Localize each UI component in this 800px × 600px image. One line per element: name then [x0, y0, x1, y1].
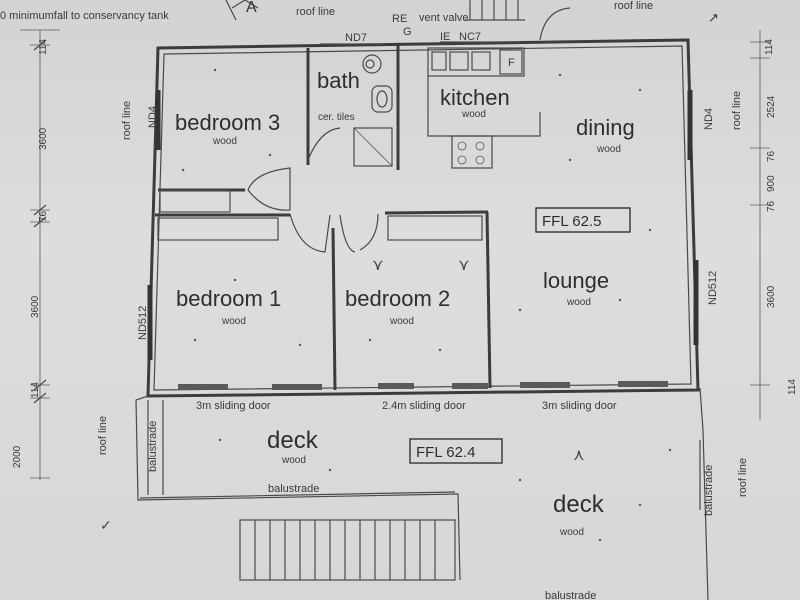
side-wall-windows	[147, 90, 699, 360]
label-nc7: NC7	[459, 31, 481, 43]
left-dim-2: 3600	[38, 127, 49, 150]
right-dim-6: 3600	[766, 285, 777, 308]
deck-stairs	[239, 519, 456, 581]
deck-outline	[135, 387, 709, 600]
bath-fixtures	[353, 54, 393, 167]
room-deck-right-material: wood	[559, 527, 584, 538]
label-roof-line-right: roof line	[731, 91, 743, 130]
room-lounge-material: wood	[566, 297, 591, 308]
right-dim-7: 114	[787, 379, 798, 395]
balustrade-label-right: balustrade	[703, 465, 715, 516]
right-dim-4: 900	[766, 175, 777, 192]
room-bedroom3-material: wood	[212, 136, 237, 147]
wardrobes	[157, 189, 483, 241]
door-label-bed2: 2.4m sliding door	[382, 400, 466, 412]
ffl-deck-box	[409, 438, 503, 464]
chevron-mark-deck: ⋏	[573, 447, 585, 464]
left-dim-1: 114	[38, 39, 49, 55]
label-nd4-right: ND4	[703, 108, 715, 130]
balustrade-label-bottom: balustrade	[268, 483, 319, 495]
right-dim-2: 2524	[766, 95, 777, 118]
left-dim-6: 2000	[12, 445, 23, 468]
label-roof-line-left: roof line	[121, 101, 133, 140]
top-stair-fragment	[465, 0, 525, 21]
note-vent-valve: vent valve	[419, 12, 469, 24]
room-bedroom2-material: wood	[389, 316, 414, 327]
right-dimension-chain	[750, 30, 770, 420]
kitchen-fixtures	[427, 47, 541, 169]
room-bath-label: bath	[317, 68, 360, 93]
label-nd512-left: ND512	[137, 306, 149, 340]
label-nd7: ND7	[345, 32, 367, 44]
ffl-upper-box	[535, 207, 631, 233]
room-kitchen-material: wood	[461, 109, 486, 120]
note-re: RE	[392, 13, 407, 25]
right-dim-1: 114	[764, 39, 775, 55]
sliding-doors	[178, 381, 668, 390]
room-deck-right-label: deck	[553, 491, 605, 518]
left-dim-4: 3600	[30, 295, 41, 318]
ffl-deck-label: FFL 62.4	[416, 444, 475, 461]
room-dining-label: dining	[576, 115, 635, 140]
room-bath-material: cer. tiles	[318, 112, 355, 123]
fridge-label: F	[508, 57, 515, 69]
chevron-mark-bed2-left: ⋎	[372, 257, 384, 274]
note-roof-line-top: roof line	[296, 6, 335, 18]
door-swings	[247, 127, 379, 253]
label-nd512-right: ND512	[707, 271, 719, 305]
ffl-upper-label: FFL 62.5	[542, 213, 601, 230]
house-outline	[146, 38, 700, 398]
door-label-lounge: 3m sliding door	[542, 400, 617, 412]
label-roof-line-lower-right: roof line	[737, 458, 749, 497]
note-conservancy: 0 minimumfall to conservancy tank	[0, 10, 169, 22]
room-lounge-label: lounge	[543, 268, 609, 293]
door-label-bed1: 3m sliding door	[196, 400, 271, 412]
right-dim-3: 76	[766, 150, 777, 162]
room-bedroom1-label: bedroom 1	[176, 286, 281, 311]
room-deck-left-label: deck	[267, 427, 319, 454]
right-dim-5: 76	[766, 200, 777, 212]
svg-text:A: A	[246, 0, 257, 16]
north-arrow-fragment: A	[225, 0, 259, 21]
room-bedroom3-label: bedroom 3	[175, 110, 280, 135]
arrow-marker-top-right: ↗	[708, 10, 719, 25]
room-deck-left-material: wood	[281, 455, 306, 466]
check-mark: ✓	[100, 517, 112, 533]
left-dim-3: 76	[38, 210, 49, 222]
room-dining-material: wood	[596, 144, 621, 155]
room-bedroom1-material: wood	[221, 316, 246, 327]
wood-grain-ticks	[181, 68, 672, 542]
balustrade-label-lower: balustrade	[545, 590, 596, 600]
note-g: G	[403, 26, 412, 38]
chevron-mark-bed2-right: ⋎	[458, 257, 470, 274]
note-roof-line-top-right: roof line	[614, 0, 653, 12]
left-dimension-chain	[20, 29, 60, 480]
balustrade-label-left: balustrade	[147, 421, 159, 472]
top-door-swing	[539, 7, 571, 41]
label-roof-line-lower-left: roof line	[97, 416, 109, 455]
label-ie: IE	[440, 31, 450, 43]
room-kitchen-label: kitchen	[440, 85, 510, 110]
left-dim-5: 114	[30, 382, 41, 398]
room-bedroom2-label: bedroom 2	[345, 286, 450, 311]
